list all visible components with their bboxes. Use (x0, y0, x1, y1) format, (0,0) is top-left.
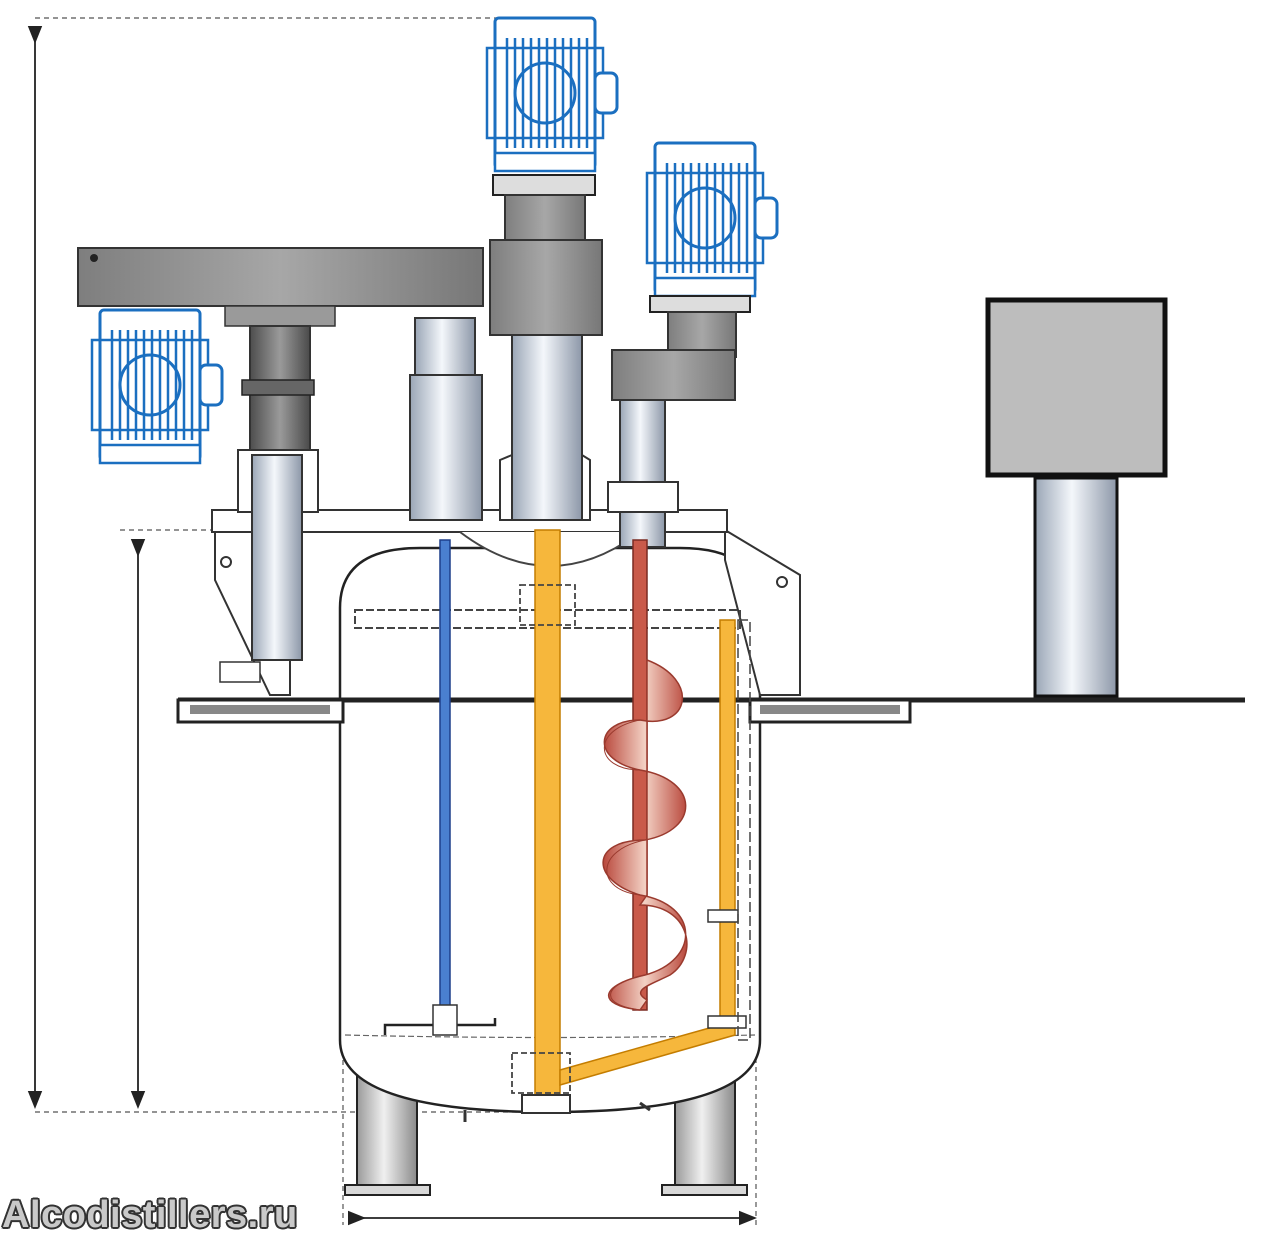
watermark-text: Alcodistillers.ru (2, 1194, 298, 1236)
blue-dispersion-shaft (383, 539, 497, 1036)
gearbox-icon (611, 349, 736, 401)
floor-platform (176, 697, 1245, 724)
center-drive (485, 16, 619, 521)
motor-icon (485, 16, 619, 173)
left-shaft-housing (251, 454, 303, 661)
left-arm-assembly (77, 247, 484, 661)
gearbox-icon (504, 194, 586, 241)
swing-arm (77, 247, 484, 307)
motor-icon (645, 141, 779, 298)
control-panel (985, 297, 1168, 698)
anchor-agitator (511, 529, 751, 1114)
motor-icon (90, 308, 224, 465)
right-drive (607, 141, 779, 548)
dimension-lines (27, 17, 757, 1226)
screw-auger-icon (602, 539, 688, 1011)
column-support (409, 374, 483, 521)
